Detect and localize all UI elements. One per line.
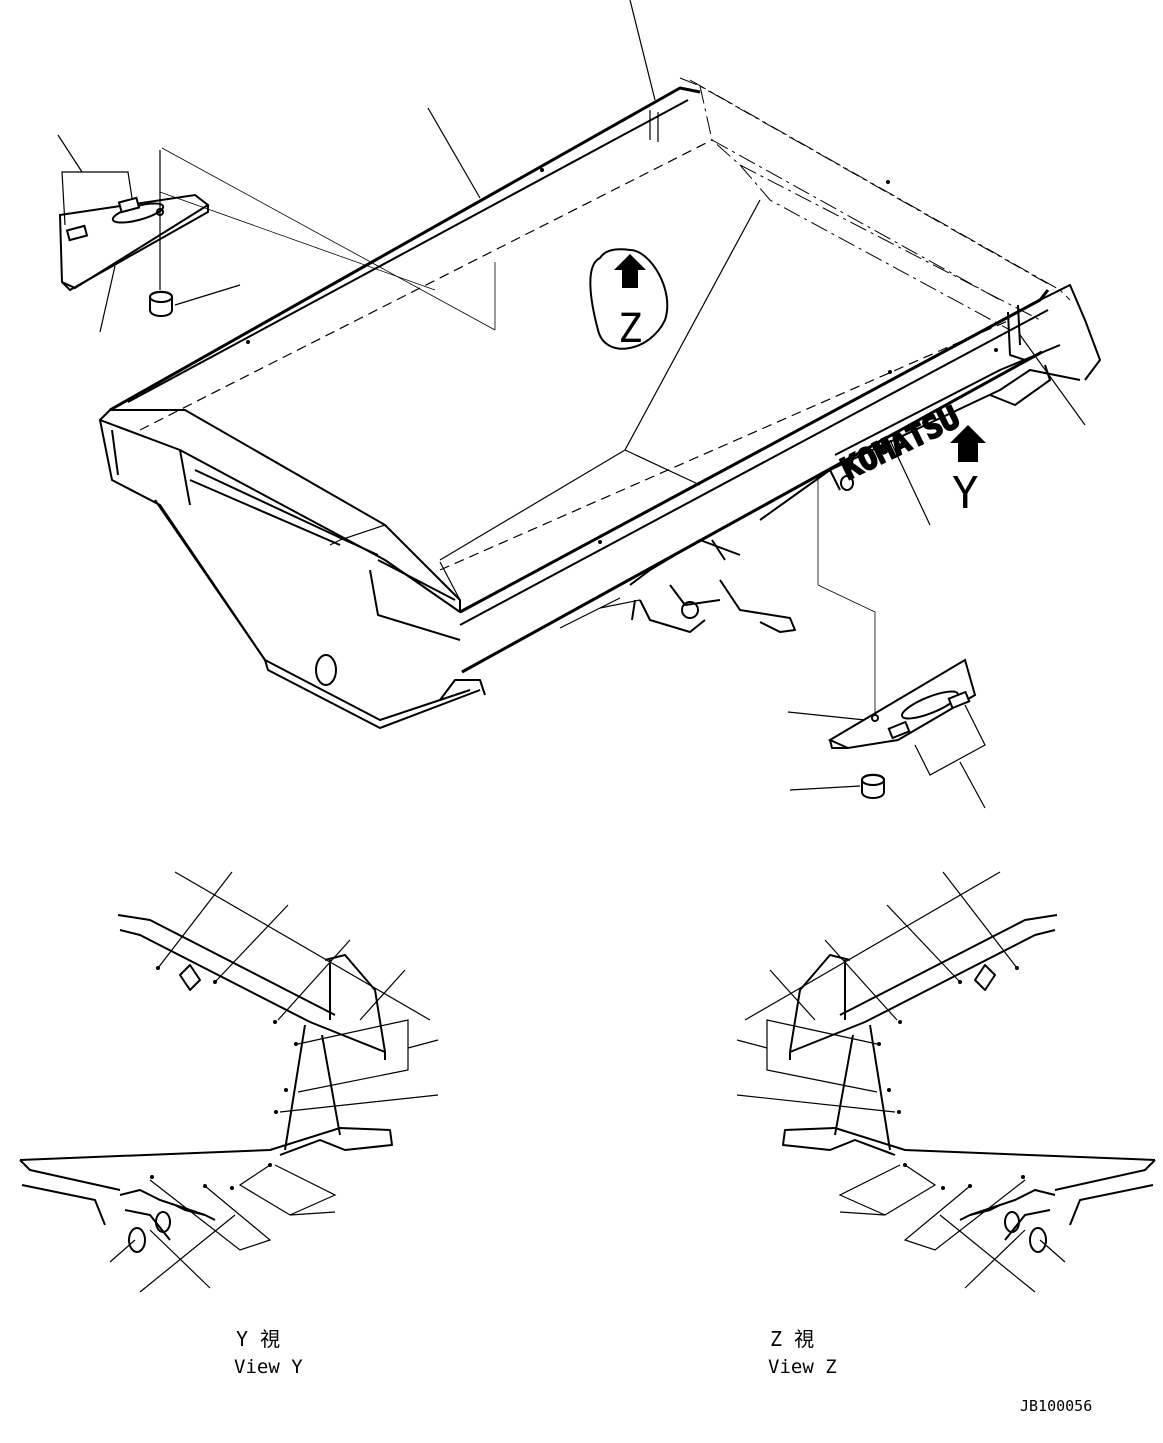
- right-side-beam: [759, 284, 1101, 521]
- right-bracket-detail: [787, 475, 986, 809]
- view-z-marker: Z: [589, 248, 669, 352]
- view-z-caption-jp: Z 視: [770, 1327, 814, 1351]
- view-y-detail: [19, 871, 439, 1293]
- view-z-caption-en: View Z: [768, 1356, 837, 1378]
- view-y-caption-en: View Y: [234, 1356, 303, 1378]
- view-z-detail: [736, 871, 1156, 1293]
- view-y-caption-jp: Y 視: [236, 1327, 280, 1351]
- view-y-marker-label: Y: [952, 468, 979, 519]
- left-bracket-detail: [57, 134, 496, 333]
- leader-lines-main: [246, 0, 1086, 544]
- dump-body-assembly: Z Y KOMATSU: [99, 0, 1101, 729]
- left-top-rail: [109, 86, 713, 431]
- view-z-marker-label: Z: [618, 306, 642, 352]
- hinge-mechanism: [559, 539, 796, 633]
- front-panel: [99, 409, 486, 729]
- view-captions: Y 視 View Y Z 視 View Z: [234, 1327, 837, 1378]
- inner-floor: [439, 199, 761, 601]
- tailgate-phantom-outline: [679, 77, 1071, 331]
- drawing-number: JB100056: [1020, 1397, 1092, 1415]
- view-y-marker: Y: [950, 425, 986, 519]
